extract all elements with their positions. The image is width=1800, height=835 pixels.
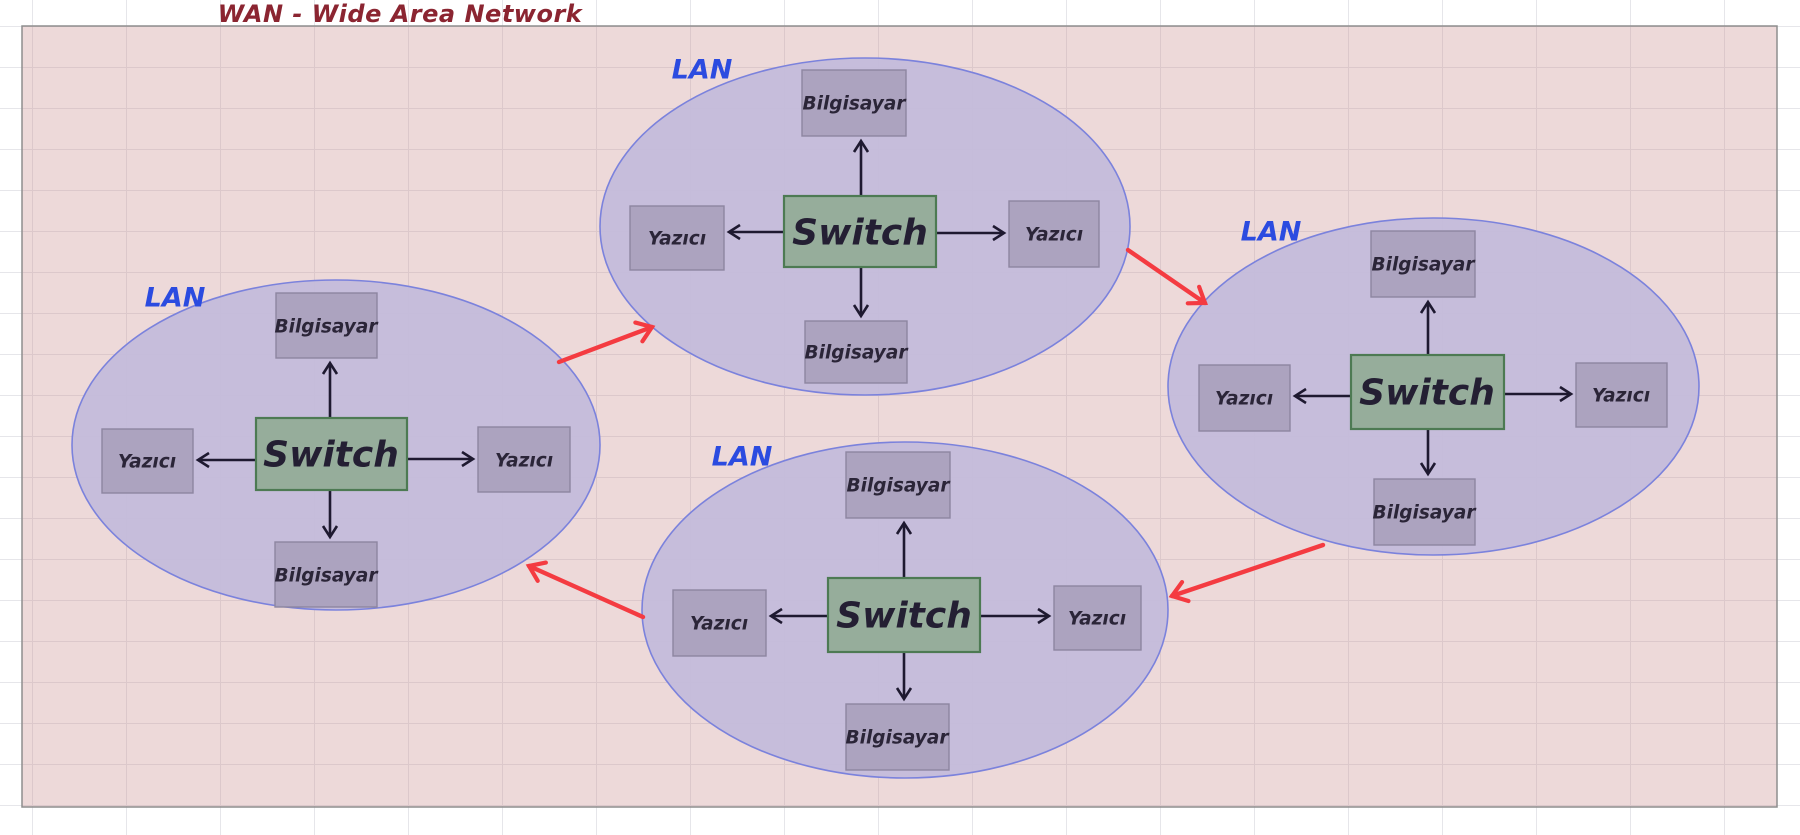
computer-box-bottom bbox=[1373, 478, 1476, 546]
lan-label: LAN bbox=[672, 55, 733, 86]
computer-box-top bbox=[1370, 230, 1476, 298]
printer-label-left: Yazıcı bbox=[690, 614, 748, 635]
printer-box-left bbox=[101, 428, 194, 494]
switch-box bbox=[826, 576, 982, 654]
switch-box bbox=[1349, 353, 1506, 431]
lan-top-group: LAN Bilgisayar Yazıcı Switch Yazıcı Bilg… bbox=[599, 55, 1131, 396]
wan-link-arrow-right-to-bottom bbox=[1168, 542, 1326, 604]
lan-label: LAN bbox=[145, 283, 206, 314]
computer-label-bottom: Bilgisayar bbox=[805, 343, 910, 364]
switch-box bbox=[782, 194, 938, 269]
switch-box bbox=[254, 416, 409, 492]
wan-link-arrow-top-to-right bbox=[1125, 247, 1208, 306]
wan-link-arrow-left-to-top bbox=[556, 320, 656, 365]
switch-label: Switch bbox=[792, 213, 928, 254]
printer-box-left bbox=[672, 589, 767, 657]
printer-box-right bbox=[1575, 362, 1668, 428]
printer-box-left bbox=[629, 205, 725, 271]
computer-label-bottom: Bilgisayar bbox=[275, 566, 380, 587]
switch-label: Switch bbox=[263, 435, 399, 476]
printer-box-right bbox=[1008, 200, 1100, 268]
printer-label-right: Yazıcı bbox=[1592, 386, 1650, 407]
computer-box-bottom bbox=[274, 541, 378, 608]
computer-label-bottom: Bilgisayar bbox=[1373, 503, 1478, 524]
printer-label-left: Yazıcı bbox=[1215, 389, 1273, 410]
lan-right-group: LAN Bilgisayar Yazıcı Switch Yazıcı Bilg… bbox=[1167, 217, 1700, 556]
lan-bottom-group: LAN Bilgisayar Yazıcı Switch Yazıcı Bilg… bbox=[641, 441, 1169, 779]
computer-label-top: Bilgisayar bbox=[847, 476, 952, 497]
computer-box-top bbox=[801, 69, 907, 137]
printer-label-left: Yazıcı bbox=[648, 229, 706, 250]
lan-label: LAN bbox=[1241, 217, 1302, 248]
printer-label-right: Yazıcı bbox=[1025, 225, 1083, 246]
printer-box-right bbox=[477, 426, 571, 493]
switch-label: Switch bbox=[1359, 373, 1495, 414]
computer-box-bottom bbox=[845, 703, 950, 771]
computer-box-top bbox=[275, 292, 378, 359]
printer-label-left: Yazıcı bbox=[118, 452, 176, 473]
printer-box-right bbox=[1053, 585, 1142, 651]
switch-label: Switch bbox=[836, 596, 972, 637]
wan-link-arrow-bottom-to-left bbox=[525, 560, 646, 620]
lan-label: LAN bbox=[712, 442, 773, 473]
printer-label-right: Yazıcı bbox=[495, 451, 553, 472]
computer-box-bottom bbox=[804, 320, 908, 384]
printer-box-left bbox=[1198, 364, 1291, 432]
computer-box-top bbox=[845, 451, 951, 519]
computer-label-top: Bilgisayar bbox=[275, 317, 380, 338]
computer-label-bottom: Bilgisayar bbox=[846, 728, 951, 749]
computer-label-top: Bilgisayar bbox=[1372, 255, 1477, 276]
wan-title: WAN - Wide Area Network bbox=[218, 0, 584, 28]
printer-label-right: Yazıcı bbox=[1068, 609, 1126, 630]
computer-label-top: Bilgisayar bbox=[803, 94, 908, 115]
lan-left-group: LAN Bilgisayar Yazıcı Switch Yazıcı Bilg… bbox=[71, 279, 601, 611]
